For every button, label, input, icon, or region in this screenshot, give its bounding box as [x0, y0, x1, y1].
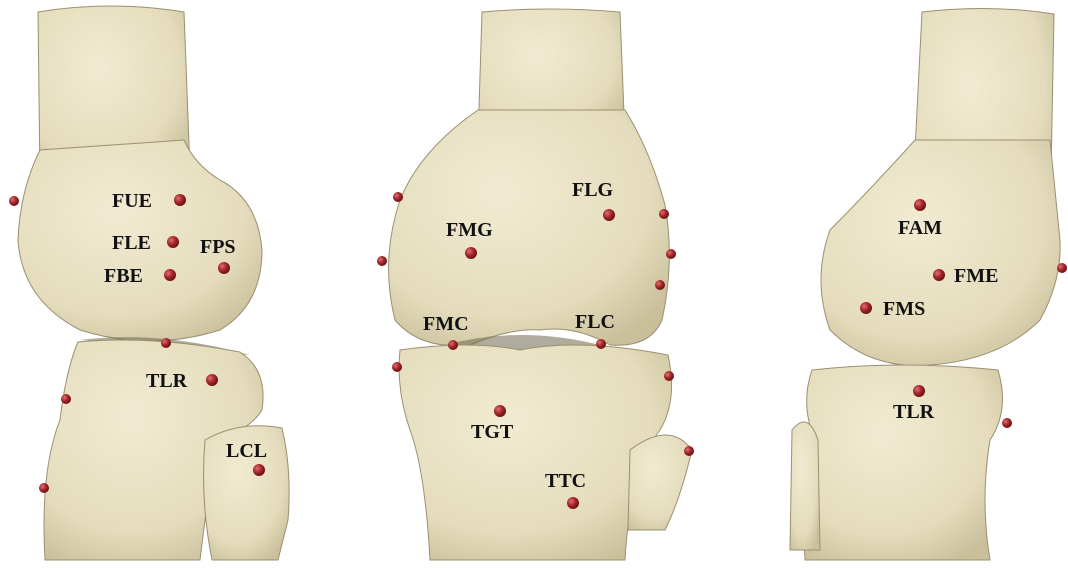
middle-femur-condyles: [389, 110, 670, 346]
landmark-dot-fmc: [448, 340, 458, 350]
landmark-dot: [39, 483, 49, 493]
landmark-dot: [161, 338, 171, 348]
landmark-dot-fmg: [465, 247, 477, 259]
middle-knee-view: [389, 9, 692, 560]
landmark-dot-tgt: [494, 405, 506, 417]
landmark-label-fms: FMS: [883, 298, 925, 320]
landmark-dot-fam: [914, 199, 926, 211]
landmark-dot: [664, 371, 674, 381]
landmark-dot-fme: [933, 269, 945, 281]
landmark-label-fbe: FBE: [104, 265, 143, 287]
landmark-dot: [684, 446, 694, 456]
middle-fibula: [628, 435, 692, 530]
landmark-label-fps: FPS: [200, 236, 236, 258]
landmark-label-fle: FLE: [112, 232, 151, 254]
landmark-dot: [655, 280, 665, 290]
landmark-dot-lcl: [253, 464, 265, 476]
landmark-label-flg: FLG: [572, 179, 614, 201]
right-knee-view: [790, 8, 1060, 560]
landmark-dot: [1057, 263, 1067, 273]
landmark-dot-fue: [174, 194, 186, 206]
landmark-dot: [61, 394, 71, 404]
landmark-dot: [393, 192, 403, 202]
landmark-dot: [659, 209, 669, 219]
landmark-dot-fbe: [164, 269, 176, 281]
right-tibia: [804, 365, 1003, 560]
landmark-dot-tlr-right: [913, 385, 925, 397]
landmark-dot-tlr: [206, 374, 218, 386]
landmark-dot-flc: [596, 339, 606, 349]
landmark-label-tlr: TLR: [146, 370, 188, 392]
landmark-dot-fms: [860, 302, 872, 314]
landmark-dot-ttc: [567, 497, 579, 509]
landmark-label-fam: FAM: [898, 217, 942, 239]
landmark-dot: [392, 362, 402, 372]
landmark-dot: [9, 196, 19, 206]
right-femur-condyle: [821, 140, 1060, 366]
right-fibula-behind: [790, 422, 820, 550]
landmark-dot: [666, 249, 676, 259]
landmark-dot-flg: [603, 209, 615, 221]
landmark-label-ttc: TTC: [545, 470, 586, 492]
landmark-label-lcl: LCL: [226, 440, 267, 462]
landmark-dot: [377, 256, 387, 266]
landmark-dot-fps: [218, 262, 230, 274]
left-knee-view: [18, 6, 289, 560]
landmark-label-fme: FME: [954, 265, 998, 287]
landmark-label-tlr-right: TLR: [893, 401, 935, 423]
landmark-label-fmg: FMG: [446, 219, 493, 241]
landmark-dot-fle: [167, 236, 179, 248]
landmark-label-tgt: TGT: [471, 421, 514, 443]
landmark-label-fue: FUE: [112, 190, 152, 212]
landmark-label-flc: FLC: [575, 311, 615, 333]
landmark-label-fmc: FMC: [423, 313, 469, 335]
landmark-dot: [1002, 418, 1012, 428]
